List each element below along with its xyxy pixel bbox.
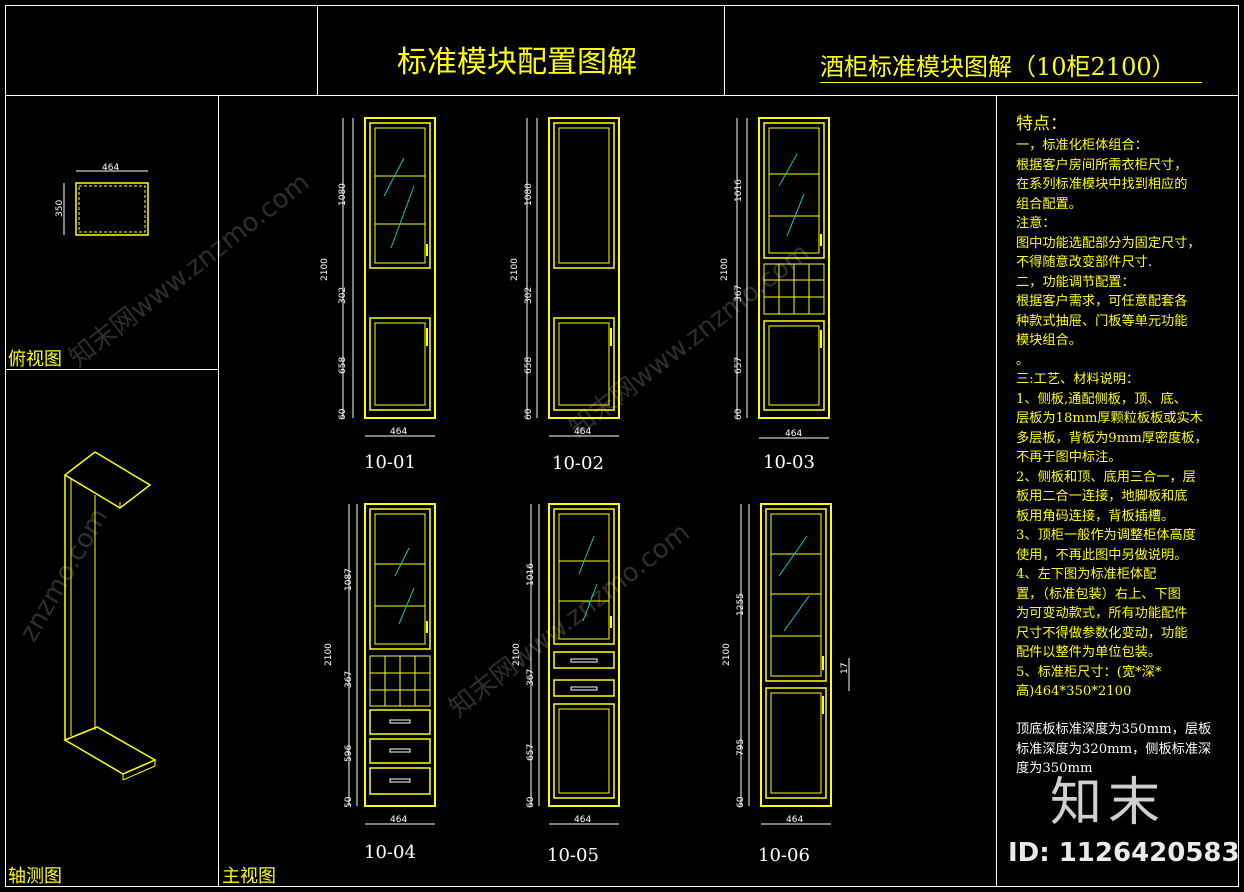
cab-10-04-d3: 596 [344,745,354,762]
cab-10-04-d1: 1087 [344,568,354,591]
note-line: 板用二合一连接，地脚板和底 [1016,489,1188,504]
cab-10-03-d4: 60 [734,408,744,420]
cab-10-06-extra: 17 [840,663,850,674]
top-view-width-label: 464 [102,163,119,173]
cab-10-01-d4: 60 [338,408,348,420]
note-line: 尺寸不得做参数化变动，功能 [1016,625,1188,641]
cab-10-05-d4: 60 [526,796,536,808]
cabinet-label-10-04: 10-04 [364,842,416,863]
cab-10-05-d2: 367 [526,669,536,686]
cab-10-03-width: 464 [785,429,802,439]
cabinet-10-04: 2100 1087 367 596 50 464 [324,503,436,825]
front-view-label: 主视图 [222,866,276,887]
cabinet-10-05: 2100 1016 367 657 60 464 [512,503,620,825]
notes-heading: 特点： [1016,114,1067,134]
cab-10-05-d1: 1016 [526,563,536,586]
note-line: 注意： [1016,216,1056,231]
cabinet-label-10-03: 10-03 [763,452,815,473]
front-view-drawing: 2100 1080 302 658 60 464 2100 1080 302 6… [320,117,850,825]
note-line: 置，（标准包装）右上、下图 [1016,586,1181,602]
axon-view-drawing [63,451,157,781]
cab-10-06-total: 2100 [722,643,732,666]
top-view-label: 俯视图 [8,349,62,370]
cab-10-03-total: 2100 [720,258,730,281]
cab-10-04-total: 2100 [324,643,334,666]
cab-10-06-d2: 795 [736,739,746,756]
note-line: 1、侧板,通配侧板，顶、底、 [1016,391,1187,407]
title-underline [820,82,1202,83]
note-line: 为可变动款式，所有功能配件 [1016,606,1188,621]
cab-10-04-d2: 367 [344,671,354,688]
cab-10-02-d1: 1080 [524,183,534,206]
cab-10-03-d1: 1016 [734,179,744,202]
watermark-logo: 知末 [1050,773,1167,833]
cab-10-02-d2: 302 [524,287,534,304]
header-left-cell [5,5,318,96]
note-line: 多层板，背板为9mm厚密度板， [1016,430,1208,446]
axon-view-label: 轴测图 [8,866,62,887]
note-line: 根据客户需求，可任意配套各 [1016,294,1188,309]
note-line: 在系列标准模块中找到相应的 [1016,177,1188,192]
depth-note-line: 标准深度为320mm，侧板标准深 [1016,741,1212,757]
note-line: 3、顶柜一般作为调整柜体高度 [1016,528,1196,543]
cabinet-10-01: 2100 1080 302 658 60 464 [320,117,436,437]
note-line: 模块组合。 [1016,333,1082,348]
cab-10-01-d3: 658 [338,357,348,374]
page-title: 标准模块配置图解 [397,45,637,80]
note-line: 三:工艺、材料说明： [1016,372,1140,387]
cab-10-05-d3: 657 [526,744,536,761]
drawing-title: 酒柜标准模块图解（10柜2100） [820,53,1176,81]
note-line: 使用，不再此图中另做说明。 [1016,547,1188,563]
cab-10-03-d3: 657 [734,357,744,374]
cabinet-10-06: 2100 1255 795 60 17 464 [722,503,850,825]
cab-10-01-total: 2100 [320,258,330,281]
note-line: 种款式抽屉、门板等单元功能 [1016,313,1188,329]
cab-10-04-width: 464 [390,815,407,825]
depth-note-line: 度为350mm [1016,761,1093,776]
cabinet-label-10-01: 10-01 [364,452,416,473]
cab-10-01-d1: 1080 [338,183,348,206]
cabinet-label-10-05: 10-05 [547,845,599,866]
front-view-cell [218,95,997,887]
cab-10-01-d2: 302 [338,287,348,304]
note-line: 图中功能选配部分为固定尺寸， [1016,235,1201,251]
note-line: 5、标准柜尺寸：(宽*深* [1016,664,1162,680]
cab-10-06-width: 464 [786,815,803,825]
cab-10-05-width: 464 [574,815,591,825]
cab-10-02-d3: 658 [524,357,534,374]
depth-note-line: 顶底板标准深度为350mm，层板 [1016,722,1212,737]
note-line: 组合配置。 [1016,196,1082,212]
cab-10-02-total: 2100 [510,258,520,281]
depth-note: 顶底板标准深度为350mm，层板 标准深度为320mm，侧板标准深 度为350m… [1016,720,1231,779]
cab-10-02-width: 464 [574,427,591,437]
note-line: 层板为18mm厚颗粒板板或实木 [1016,411,1203,426]
cab-10-01-width: 464 [390,427,407,437]
cabinet-10-03: 2100 1016 367 657 60 464 [720,117,830,439]
cabinet-10-02: 2100 1080 302 658 60 464 [510,117,620,437]
note-line: 根据客户房间所需衣柜尺寸， [1016,157,1188,173]
watermark-id: ID: 1126420583 [1008,838,1240,868]
cab-10-06-d3: 60 [736,796,746,808]
note-line: 二，功能调节配置： [1016,274,1135,290]
note-line: 4、左下图为标准柜体配 [1016,567,1157,582]
note-line: 配件以整件为单位包装。 [1016,645,1162,660]
note-line: 不再于图中标注。 [1016,450,1122,465]
top-view-depth-label: 350 [55,200,65,217]
features-notes: 特点： 一，标准化柜体组合： 根据客户房间所需衣柜尺寸， 在系列标准模块中找到相… [1016,112,1231,702]
note-line: 高)464*350*2100 [1016,684,1132,699]
note-line: 不得随意改变部件尺寸. [1016,255,1153,270]
note-line: 。 [1016,352,1030,368]
cab-10-05-total: 2100 [512,643,522,666]
cab-10-02-d4: 60 [524,408,534,420]
cabinet-label-10-06: 10-06 [758,845,810,866]
note-line: 2、侧板和顶、底用三合一，层 [1016,469,1196,485]
note-line: 一，标准化柜体组合： [1016,138,1148,153]
note-line: 板用角码连接，背板插槽。 [1016,508,1175,524]
cabinet-label-10-02: 10-02 [552,453,604,474]
top-view-drawing: 464 350 [55,163,149,236]
cab-10-06-d1: 1255 [736,593,746,616]
cab-10-03-d2: 367 [734,285,744,302]
cab-10-04-d4: 50 [344,796,354,808]
